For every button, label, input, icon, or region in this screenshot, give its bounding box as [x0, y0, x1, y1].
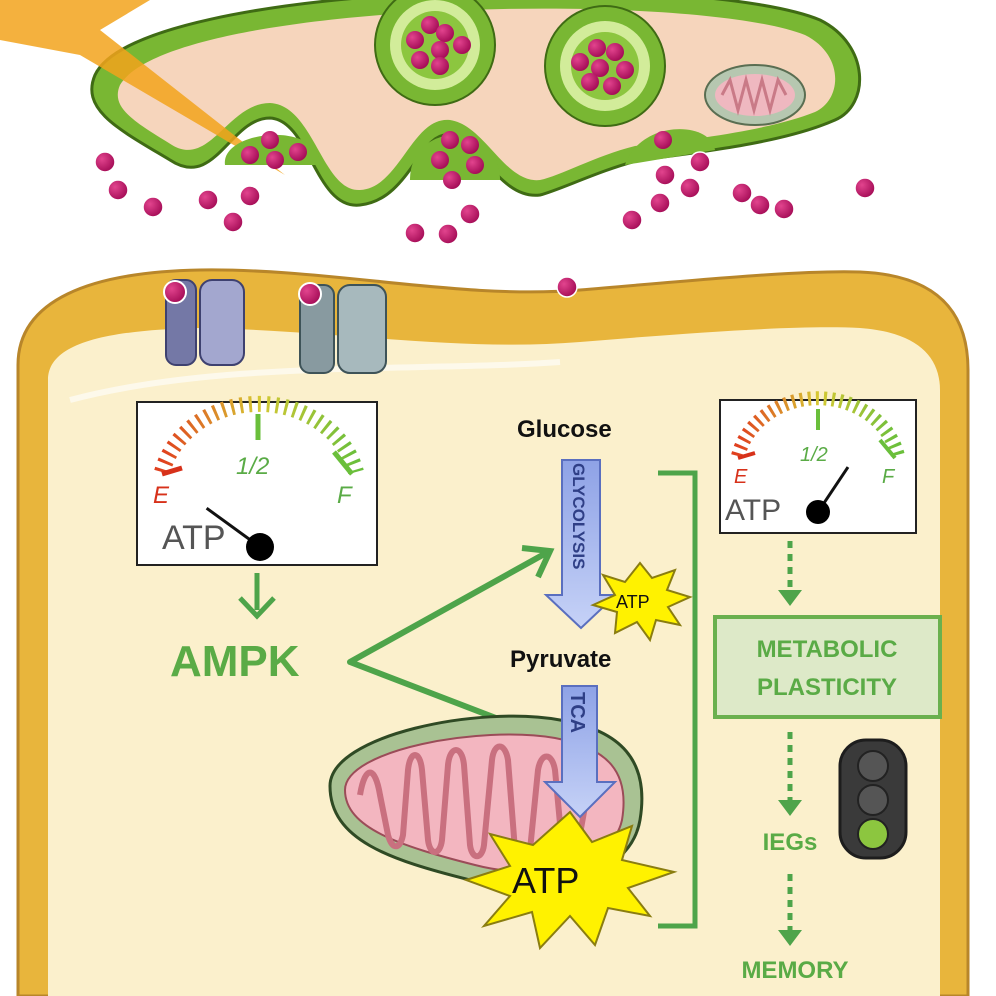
svg-text:TCA: TCA	[566, 692, 588, 733]
svg-text:GLYCOLYSIS: GLYCOLYSIS	[569, 463, 588, 569]
gauge-full-label: F	[882, 466, 896, 488]
svg-text:ATP: ATP	[616, 592, 650, 612]
atp-gauge-high: E 1/2 F ATP	[719, 391, 917, 534]
svg-text:ATP: ATP	[512, 860, 579, 901]
action-potential-bolt	[0, 0, 285, 175]
atp-burst-large: ATP	[462, 810, 678, 951]
energy-bracket	[658, 470, 698, 929]
gauge-half-label: 1/2	[800, 444, 828, 466]
svg-text:METABOLIC: METABOLIC	[757, 636, 898, 663]
iegs-to-memory-arrow	[778, 874, 802, 946]
traffic-light-yellow	[857, 784, 889, 816]
atp-gauge-low: E 1/2 F ATP	[136, 395, 378, 566]
glucose-label: Glucose	[517, 416, 612, 443]
plasticity-to-iegs-arrow	[778, 732, 802, 816]
pyruvate-label: Pyruvate	[510, 646, 611, 673]
metabolic-plasticity-box: METABOLIC PLASTICITY	[713, 615, 942, 719]
atp-burst-small: ATP	[590, 561, 693, 643]
gauge-pivot	[246, 533, 274, 561]
gauge-caption: ATP	[162, 519, 226, 557]
receptor-channel-left	[163, 279, 245, 366]
gauge-empty-label: E	[734, 466, 748, 488]
receptor-channel-right	[298, 282, 387, 374]
tca-arrow: TCA	[542, 685, 618, 819]
traffic-light	[838, 738, 908, 860]
vesicle-cluster-1	[374, 0, 496, 106]
gauge-to-ampk-arrow	[238, 573, 276, 620]
presynaptic-mitochondrion	[704, 64, 806, 126]
gauge-pivot	[806, 500, 830, 524]
svg-text:PLASTICITY: PLASTICITY	[757, 674, 897, 701]
released-neurotransmitters	[94, 151, 876, 298]
traffic-light-red	[857, 750, 889, 782]
fusing-vesicle-left	[224, 131, 320, 169]
gauge-full-label: F	[337, 482, 353, 509]
memory-label: MEMORY	[741, 957, 848, 984]
fusing-vesicle-right	[625, 129, 715, 165]
gauge-empty-label: E	[153, 482, 170, 509]
gauge-half-label: 1/2	[236, 453, 269, 480]
traffic-light-green	[857, 818, 889, 850]
iegs-label: IEGs	[763, 829, 818, 856]
ampk-label: AMPK	[170, 637, 300, 686]
gauge-caption: ATP	[725, 494, 781, 527]
fusing-vesicle-mid	[410, 131, 500, 189]
glycolysis-arrow: GLYCOLYSIS	[543, 459, 619, 630]
gauge-to-plasticity-arrow	[778, 541, 802, 606]
vesicle-cluster-2	[544, 5, 666, 127]
